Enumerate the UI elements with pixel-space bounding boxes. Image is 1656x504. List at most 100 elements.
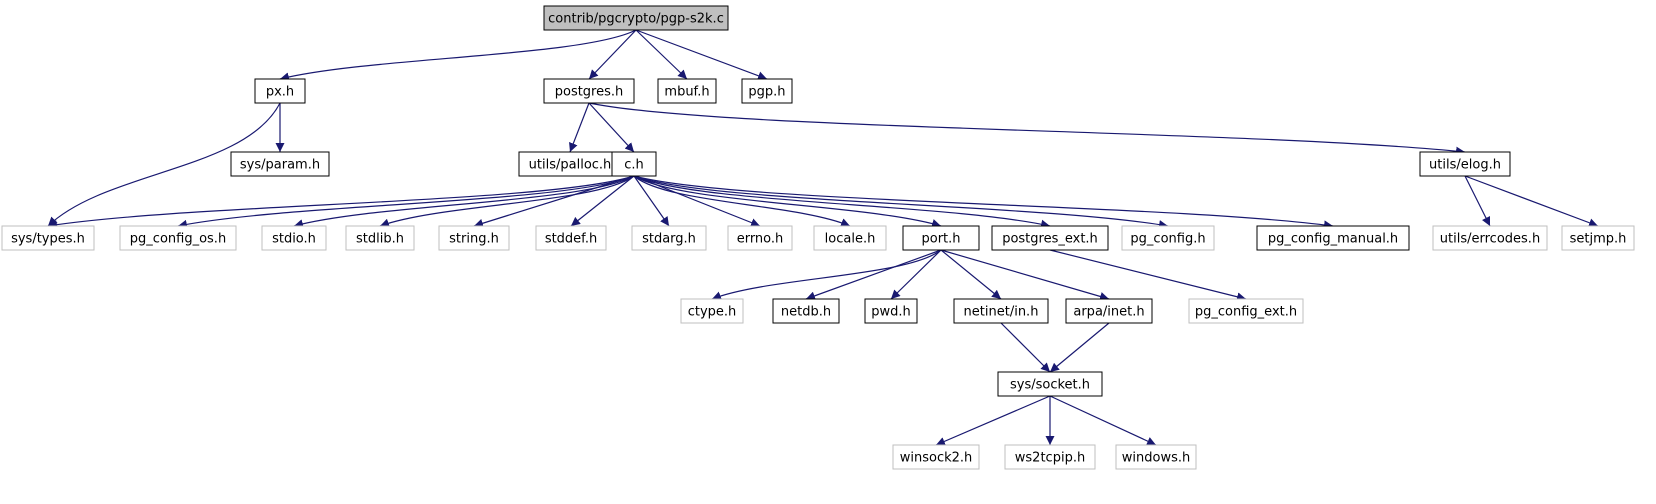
node-box: [1, 225, 95, 251]
edge-elog-to-setjmp: [1464, 175, 1599, 228]
node-box: [254, 78, 306, 104]
node-box: [1188, 298, 1304, 324]
edge-ch-to-stdlib: [379, 175, 635, 228]
node-px[interactable]: px.h: [254, 78, 306, 104]
node-pgconfigext: pg_config_ext.h: [1188, 298, 1304, 324]
node-label: utils/elog.h: [1429, 158, 1501, 173]
node-mbuf[interactable]: mbuf.h: [657, 78, 717, 104]
edge-ch-to-string: [473, 175, 635, 228]
node-errno: errno.h: [727, 225, 793, 251]
node-pwd[interactable]: pwd.h: [864, 298, 918, 324]
node-box: [997, 371, 1103, 397]
node-label: netdb.h: [781, 305, 831, 320]
node-label: errno.h: [737, 232, 784, 247]
node-ch[interactable]: c.h: [611, 151, 657, 177]
node-label: pg_config_os.h: [130, 232, 226, 247]
node-label: arpa/inet.h: [1073, 305, 1144, 320]
node-palloc[interactable]: utils/palloc.h: [518, 151, 622, 177]
node-label: string.h: [449, 232, 499, 247]
edge-ch-to-port: [633, 175, 942, 228]
node-box: [261, 225, 327, 251]
node-pgp[interactable]: pgp.h: [741, 78, 793, 104]
edge-root-to-px: [279, 29, 637, 82]
node-box: [438, 225, 510, 251]
node-errcodes: utils/errcodes.h: [1432, 225, 1548, 251]
node-box: [953, 298, 1049, 324]
node-box: [1256, 225, 1410, 251]
node-winsock2: winsock2.h: [892, 444, 980, 470]
node-box: [611, 151, 657, 177]
node-box: [543, 5, 729, 31]
node-label: netinet/in.h: [964, 305, 1039, 320]
edge-ch-to-systypes: [47, 175, 635, 230]
node-box: [535, 225, 607, 251]
node-systypes: sys/types.h: [1, 225, 95, 251]
node-label: winsock2.h: [900, 451, 973, 466]
node-box: [864, 298, 918, 324]
node-windows: windows.h: [1115, 444, 1197, 470]
node-pgconfig: pg_config.h: [1121, 225, 1215, 251]
node-label: sys/param.h: [240, 158, 320, 173]
node-netinetin[interactable]: netinet/in.h: [953, 298, 1049, 324]
node-sysparam[interactable]: sys/param.h: [230, 151, 330, 177]
edge-ch-to-pgconfig: [633, 175, 1169, 229]
edge-port-to-netdb: [805, 249, 942, 301]
node-box: [1065, 298, 1153, 324]
node-label: pg_config_ext.h: [1195, 305, 1297, 320]
node-label: setjmp.h: [1570, 232, 1627, 247]
node-postgres[interactable]: postgres.h: [543, 78, 635, 104]
edge-root-to-pgp: [635, 29, 768, 81]
node-label: stdarg.h: [642, 232, 696, 247]
node-box: [902, 225, 980, 251]
edge-port-to-netinetin: [940, 249, 1002, 300]
edge-postgres-to-elog: [588, 102, 1466, 156]
node-pgconfigmanual[interactable]: pg_config_manual.h: [1256, 225, 1410, 251]
node-box: [119, 225, 237, 251]
node-box: [680, 298, 744, 324]
node-stdio: stdio.h: [261, 225, 327, 251]
edge-ch-to-postgresext: [633, 175, 1051, 229]
node-port[interactable]: port.h: [902, 225, 980, 251]
node-netdb[interactable]: netdb.h: [772, 298, 840, 324]
node-box: [1419, 151, 1511, 177]
node-label: utils/palloc.h: [529, 158, 612, 173]
node-label: postgres_ext.h: [1002, 232, 1098, 247]
edge-syssocket-to-winsock2: [935, 395, 1051, 446]
node-label: ws2tcpip.h: [1015, 451, 1085, 466]
node-box: [1561, 225, 1635, 251]
node-label: locale.h: [825, 232, 876, 247]
node-box: [772, 298, 840, 324]
edge-root-to-mbuf: [635, 29, 688, 80]
edges-layer: [47, 29, 1599, 446]
node-stdlib: stdlib.h: [345, 225, 415, 251]
node-box: [1432, 225, 1548, 251]
node-label: pgp.h: [748, 85, 785, 100]
node-box: [518, 151, 622, 177]
node-label: pwd.h: [871, 305, 911, 320]
edge-ch-to-stddef: [570, 175, 635, 227]
node-label: sys/socket.h: [1010, 378, 1090, 393]
edge-ch-to-stdio: [293, 175, 635, 229]
node-box: [230, 151, 330, 177]
edge-syssocket-to-windows: [1049, 395, 1157, 446]
edge-ch-to-stdarg: [633, 175, 670, 227]
node-ctype: ctype.h: [680, 298, 744, 324]
node-postgresext[interactable]: postgres_ext.h: [991, 225, 1109, 251]
node-syssocket[interactable]: sys/socket.h: [997, 371, 1103, 397]
node-label: px.h: [266, 85, 294, 100]
node-elog[interactable]: utils/elog.h: [1419, 151, 1511, 177]
node-label: utils/errcodes.h: [1440, 232, 1540, 247]
node-label: c.h: [624, 158, 644, 173]
node-box: [1004, 444, 1096, 470]
edge-ch-to-pgconfigos: [177, 175, 635, 229]
node-arpainet[interactable]: arpa/inet.h: [1065, 298, 1153, 324]
node-box: [1121, 225, 1215, 251]
node-label: ctype.h: [688, 305, 737, 320]
node-label: stdio.h: [272, 232, 316, 247]
node-box: [1115, 444, 1197, 470]
node-box: [345, 225, 415, 251]
node-stdarg: stdarg.h: [631, 225, 707, 251]
edge-postgres-to-palloc: [569, 102, 590, 153]
node-label: contrib/pgcrypto/pgp-s2k.c: [548, 12, 724, 27]
